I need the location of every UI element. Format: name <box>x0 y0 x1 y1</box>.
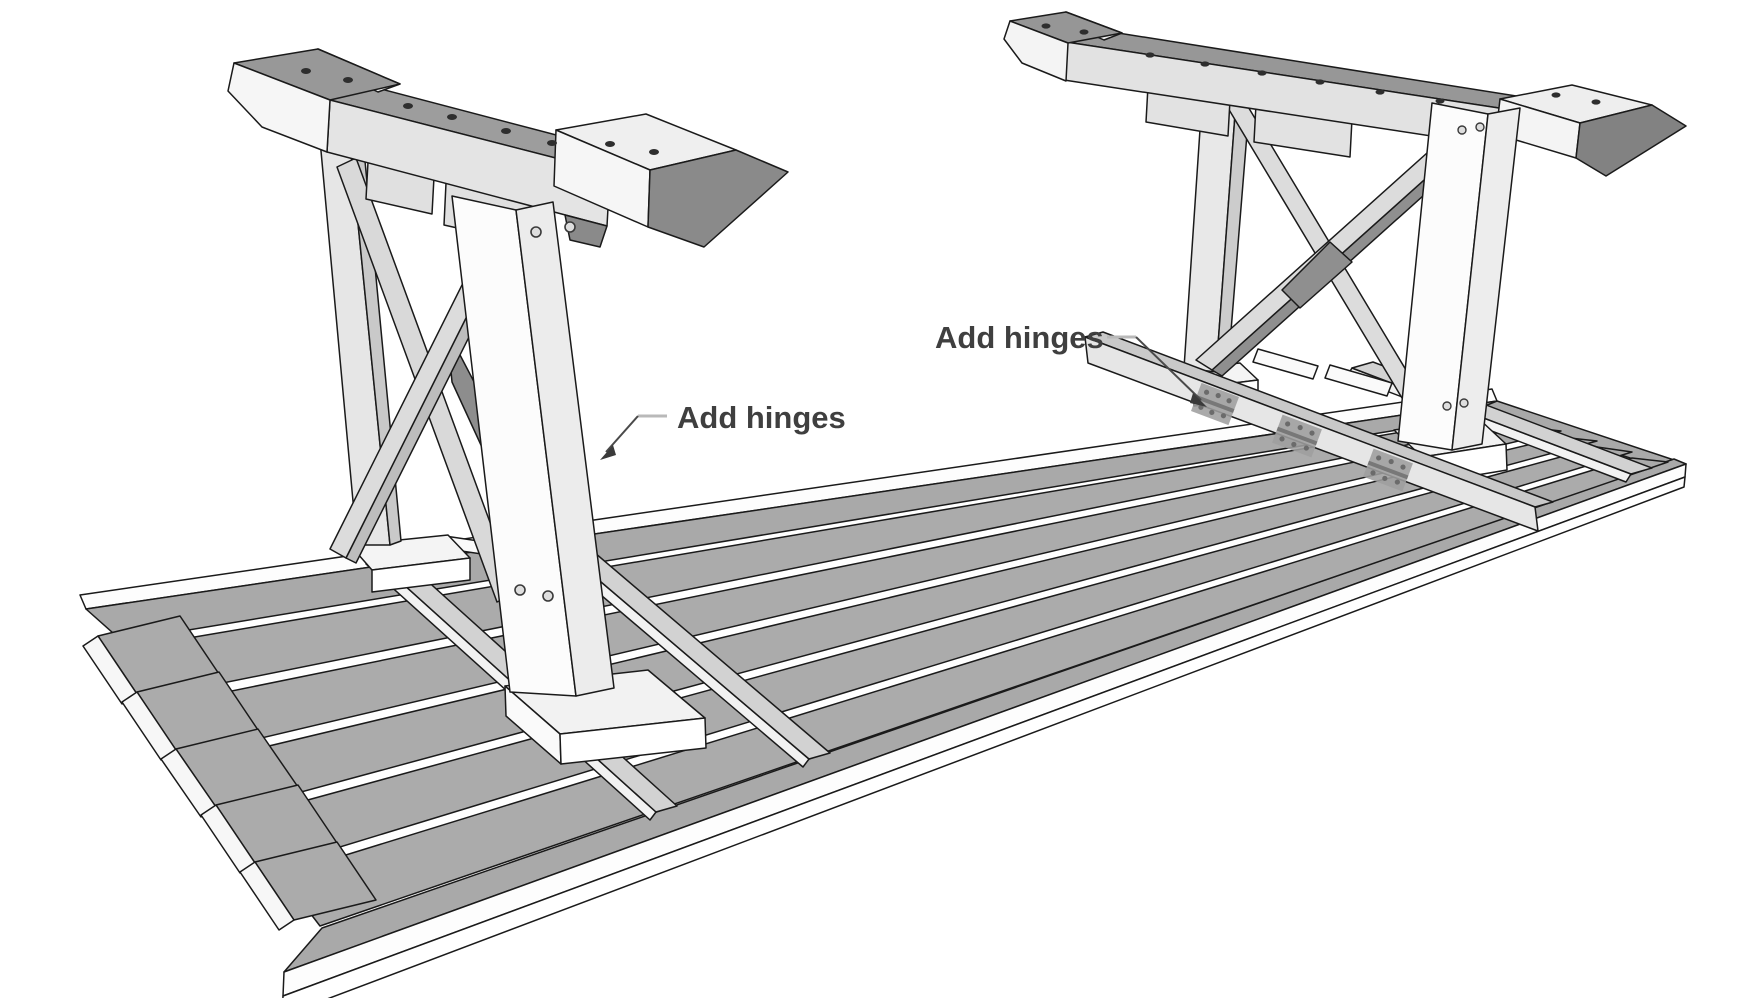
right-trestle-x-brace <box>1196 80 1472 428</box>
beam-screw-holes <box>301 68 659 155</box>
left-trestle-front-leg <box>452 196 614 696</box>
leader-arrowhead <box>1190 393 1207 407</box>
left-trestle-beam <box>228 49 788 247</box>
beam-screw-holes <box>1041 23 1601 105</box>
spacer-bar <box>1253 349 1318 379</box>
hinge <box>1272 414 1322 458</box>
add-hinges-callout-left: Add hinges <box>600 400 846 460</box>
add-hinges-label-right: Add hinges <box>935 320 1104 355</box>
hinge <box>1363 448 1413 492</box>
spacer-bar <box>1325 365 1392 396</box>
leg-screw-holes <box>515 222 575 601</box>
leader-line-dark <box>606 416 638 452</box>
leader-arrowhead <box>600 445 616 460</box>
leader-line-dark <box>1136 337 1201 400</box>
breadboard-end-blocks <box>83 616 376 930</box>
right-trestle-front-leg <box>1398 103 1520 450</box>
hinge <box>1191 382 1239 426</box>
tabletop-front-rail <box>282 459 1686 998</box>
left-leg-assembly <box>228 49 788 764</box>
right-trestle-beam <box>1004 12 1686 176</box>
add-hinges-label-left: Add hinges <box>677 400 846 435</box>
leg-screw-holes <box>1443 123 1484 410</box>
hinges <box>1191 382 1413 492</box>
add-hinges-callout-right: Add hinges <box>935 320 1207 407</box>
